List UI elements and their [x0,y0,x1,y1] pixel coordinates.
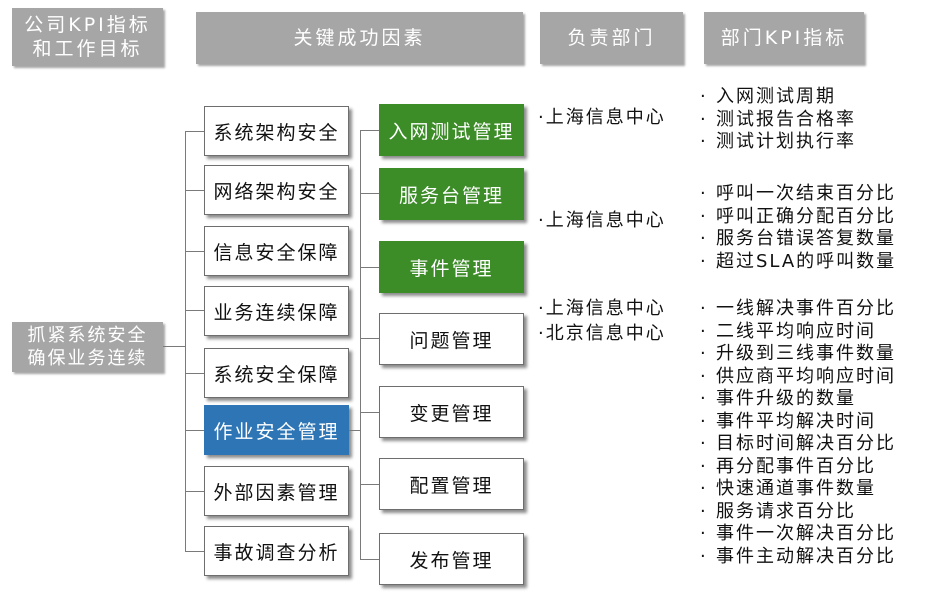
kpi-item: ·二线平均响应时间 [700,320,876,342]
root-goal-line2: 确保业务连续 [27,348,148,369]
kpi-item: ·再分配事件百分比 [700,455,876,477]
connector [185,491,205,492]
process-problem: 问题管理 [379,313,524,365]
header-company-kpi-line1: 公司KPI指标 [24,14,151,36]
connector [360,412,380,413]
connector [360,267,380,268]
kpi-item: ·升级到三线事件数量 [700,343,896,364]
factor-system-security: 系统安全保障 [204,348,349,398]
dept-shanghai-1: ·上海信息中心 [538,107,666,128]
kpi-item: ·目标时间解决百分比 [700,433,896,454]
factor-info-security: 信息安全保障 [204,226,349,276]
kpi-item: ·事件升级的数量 [700,388,856,409]
kpi-item: ·事件平均解决时间 [700,410,876,432]
connector [185,310,205,311]
dept-shanghai-3: ·上海信息中心 [538,298,666,319]
kpi-group-testing: ·入网测试周期 ·测试报告合格率 ·测试计划执行率 [700,86,856,154]
process-release: 发布管理 [379,533,524,585]
header-dept-kpi: 部门KPI指标 [704,12,864,64]
process-service-desk: 服务台管理 [379,168,524,220]
connector [349,430,360,431]
dept-beijing: ·北京信息中心 [538,323,666,344]
kpi-item: ·一线解决事件百分比 [700,298,896,319]
connector [360,484,380,485]
factor-network-architecture: 网络架构安全 [204,165,349,215]
root-goal-line1: 抓紧系统安全 [27,325,148,346]
connector [185,430,205,431]
header-company-kpi-line2: 和工作目标 [32,38,143,60]
connector [360,193,380,194]
kpi-item: ·超过SLA的呼叫数量 [700,250,897,272]
kpi-item: ·呼叫一次结束百分比 [700,183,896,204]
connector [163,346,185,347]
kpi-item: ·测试报告合格率 [700,108,856,130]
factor-operation-security: 作业安全管理 [204,405,349,455]
connector [185,131,186,551]
connector [185,251,205,252]
kpi-item: ·入网测试周期 [700,86,836,107]
kpi-item: ·供应商平均响应时间 [700,365,896,387]
kpi-item: ·事件一次解决百分比 [700,523,896,544]
factor-external-factors: 外部因素管理 [204,466,349,516]
dept-shanghai-2: ·上海信息中心 [538,210,666,231]
connector [185,190,205,191]
connector [185,551,205,552]
kpi-item: ·测试计划执行率 [700,131,856,152]
connector [185,373,205,374]
process-network-testing: 入网测试管理 [379,104,524,156]
header-responsible-dept: 负责部门 [540,12,683,64]
process-configuration: 配置管理 [379,458,524,510]
kpi-item: ·事件主动解决百分比 [700,545,896,567]
header-key-success-factors: 关键成功因素 [196,12,523,64]
kpi-item: ·服务请求百分比 [700,500,856,522]
root-goal: 抓紧系统安全 确保业务连续 [12,322,163,372]
connector [360,130,380,131]
factor-system-architecture: 系统架构安全 [204,106,349,156]
factor-business-continuity: 业务连续保障 [204,286,349,336]
kpi-item: ·呼叫正确分配百分比 [700,205,896,227]
header-company-kpi: 公司KPI指标 和工作目标 [12,8,163,66]
connector [360,559,380,560]
connector [360,130,361,560]
connector [360,338,380,339]
factor-incident-investigation: 事故调查分析 [204,526,349,576]
kpi-item: ·快速通道事件数量 [700,478,876,499]
kpi-group-service-desk: ·呼叫一次结束百分比 ·呼叫正确分配百分比 ·服务台错误答复数量 ·超过SLA的… [700,183,896,273]
process-change: 变更管理 [379,386,524,438]
connector [185,131,205,132]
kpi-item: ·服务台错误答复数量 [700,228,896,249]
kpi-group-incident: ·一线解决事件百分比 ·二线平均响应时间 ·升级到三线事件数量 ·供应商平均响应… [700,298,896,568]
process-incident: 事件管理 [379,241,524,293]
